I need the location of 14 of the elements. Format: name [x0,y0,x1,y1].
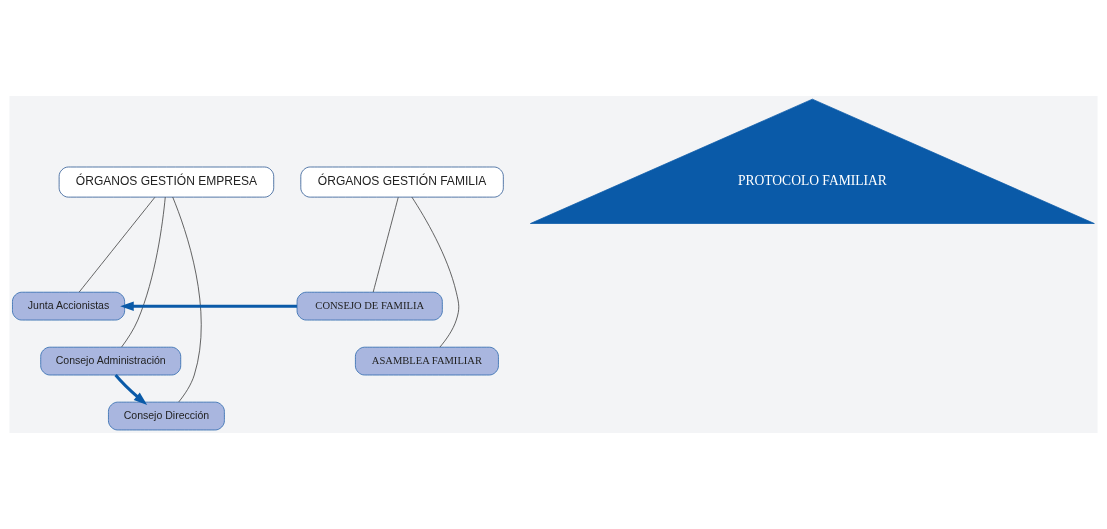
connector [372,197,399,293]
node-box: Consejo Administración [40,346,182,376]
connector [121,196,166,348]
node-box: Junta Accionistas [12,291,125,321]
node-box: ASAMBLEA FAMILIAR [355,346,499,376]
connector [411,196,460,348]
connector [78,197,156,293]
arrow [114,374,148,405]
arrow [120,301,297,311]
node-box: Consejo Dirección [108,401,225,431]
node-box: ÓRGANOS GESTIÓN FAMILIA [300,166,504,198]
connector [172,196,202,403]
node-box: CONSEJO DE FAMILIA [296,291,443,321]
node-box: ÓRGANOS GESTIÓN EMPRESA [58,166,275,198]
